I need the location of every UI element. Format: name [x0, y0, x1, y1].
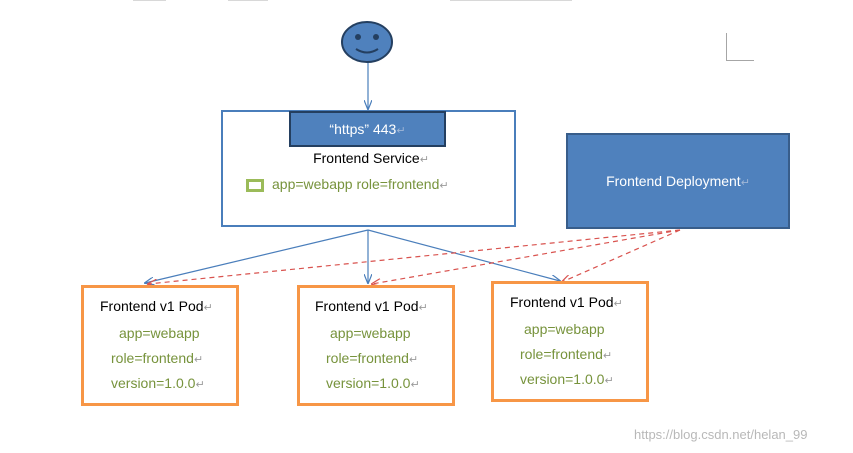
paragraph-mark: ↵ — [410, 379, 420, 391]
service-selector-text: app=webapp role=frontend — [272, 176, 440, 192]
pod-label-text: version=1.0.0 — [520, 371, 605, 387]
top-rule — [228, 0, 268, 1]
pod-label-text: role=frontend — [111, 350, 194, 366]
pod-title-text: Frontend v1 Pod — [510, 294, 614, 310]
service-title-text: Frontend Service — [313, 150, 420, 166]
smiley-face-icon — [341, 21, 393, 63]
pod-label: role=frontend↵ — [111, 350, 203, 366]
service-port-text: “https” 443 — [329, 121, 397, 137]
pod-label: role=frontend↵ — [520, 346, 612, 362]
top-rule — [133, 0, 166, 1]
paragraph-mark: ↵ — [396, 125, 406, 137]
pod-label-text: version=1.0.0 — [326, 375, 411, 391]
top-rule — [450, 0, 572, 1]
deployment-to-pod-arrow — [562, 229, 681, 282]
deployment-to-pod-arrow — [148, 229, 681, 284]
paragraph-mark: ↵ — [408, 354, 419, 366]
pod-label: version=1.0.0↵ — [326, 375, 420, 391]
pod-label-text: role=frontend — [520, 346, 603, 362]
pod-title-text: Frontend v1 Pod — [100, 298, 204, 314]
paragraph-mark: ↵ — [419, 154, 429, 166]
pod-label-text: app=webapp — [119, 325, 200, 341]
paragraph-mark: ↵ — [193, 354, 204, 366]
pod-label-text: version=1.0.0 — [111, 375, 196, 391]
paragraph-mark: ↵ — [418, 302, 428, 314]
service-to-pod-arrow — [145, 229, 369, 283]
pod-label: version=1.0.0↵ — [111, 375, 205, 391]
pod-label-text: role=frontend — [326, 350, 409, 366]
pod-box — [491, 281, 649, 402]
service-title: Frontend Service↵ — [221, 150, 521, 166]
paragraph-mark: ↵ — [195, 379, 205, 391]
service-to-pod-arrow — [367, 229, 560, 281]
paragraph-mark: ↵ — [602, 350, 613, 362]
pod-title: Frontend v1 Pod↵ — [510, 294, 623, 310]
pod-box — [81, 285, 239, 406]
deployment-title: Frontend Deployment — [606, 173, 741, 189]
frontend-deployment-box: Frontend Deployment↵ — [566, 133, 790, 229]
pod-label: app=webapp — [524, 321, 605, 337]
paragraph-mark: ↵ — [439, 180, 449, 192]
pod-title-text: Frontend v1 Pod — [315, 298, 419, 314]
pod-box — [297, 285, 455, 406]
pod-label: app=webapp — [330, 325, 411, 341]
pod-label: version=1.0.0↵ — [520, 371, 614, 387]
pod-title: Frontend v1 Pod↵ — [315, 298, 428, 314]
pod-label-text: app=webapp — [330, 325, 411, 341]
service-selector: app=webapp role=frontend↵ — [272, 176, 449, 192]
pod-label-text: app=webapp — [524, 321, 605, 337]
paragraph-mark: ↵ — [203, 302, 213, 314]
service-port-label: “https” 443↵ — [289, 111, 446, 147]
pod-label: role=frontend↵ — [326, 350, 418, 366]
page-corner-mark — [726, 33, 754, 61]
watermark: https://blog.csdn.net/helan_99 — [634, 427, 808, 442]
deployment-to-pod-arrow — [372, 229, 681, 284]
selector-swatch-icon — [246, 179, 264, 192]
pod-label: app=webapp — [119, 325, 200, 341]
pod-title: Frontend v1 Pod↵ — [100, 298, 213, 314]
paragraph-mark: ↵ — [740, 177, 750, 189]
paragraph-mark: ↵ — [613, 298, 623, 310]
paragraph-mark: ↵ — [604, 375, 614, 387]
